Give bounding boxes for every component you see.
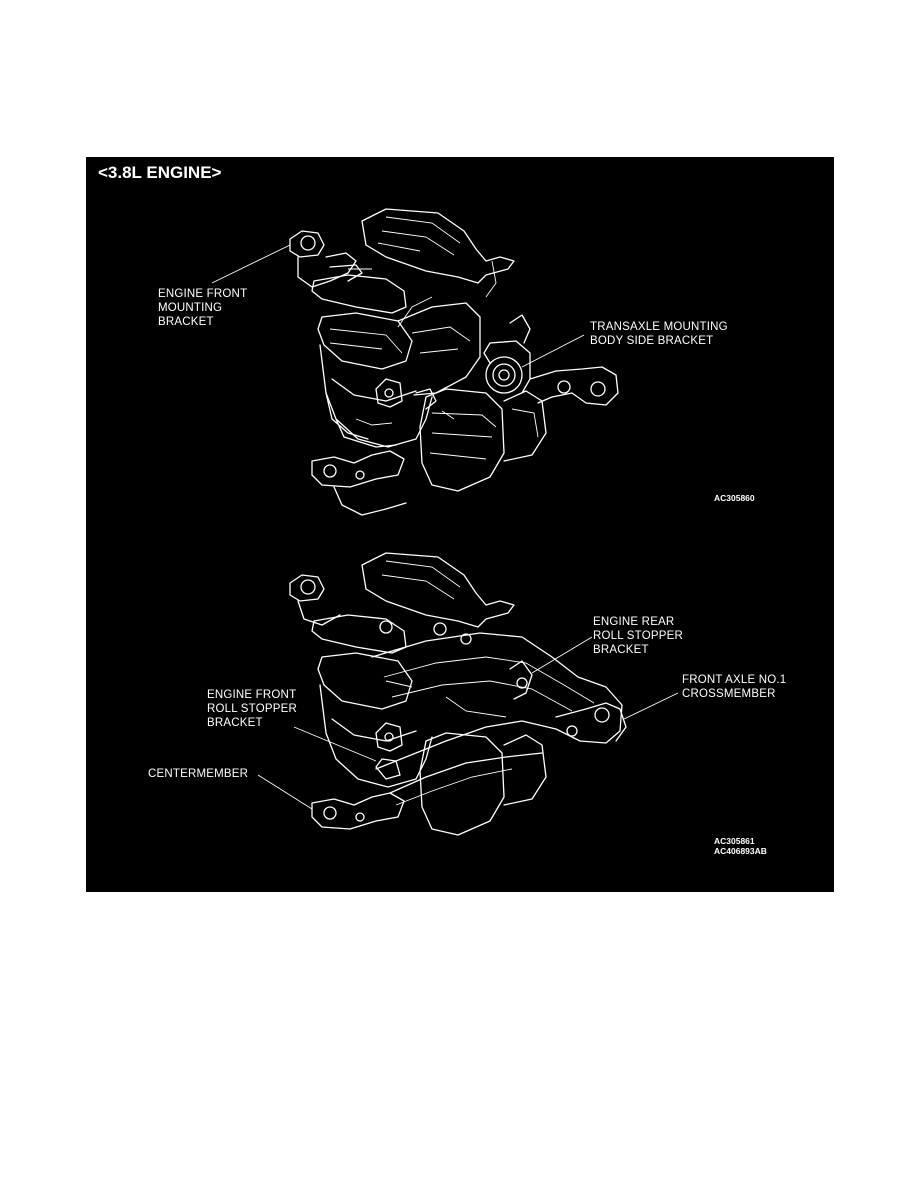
leader-rear-roll-stopper <box>531 636 593 674</box>
leader-centermember <box>257 774 313 810</box>
label-engine-front-roll-stopper-bracket: ENGINE FRONT ROLL STOPPER BRACKET <box>207 689 297 729</box>
leader-front-mounting <box>211 244 291 284</box>
label-centermember: CENTERMEMBER <box>148 768 249 780</box>
figure-code-top: AC305860 <box>714 493 755 503</box>
leader-transaxle-bracket <box>521 334 585 368</box>
label-engine-rear-roll-stopper-bracket: ENGINE REAR ROLL STOPPER BRACKET <box>593 616 683 656</box>
leader-front-roll-stopper <box>293 726 377 762</box>
top-engine-illustration <box>289 208 619 516</box>
diagram-title: <3.8L ENGINE> <box>98 163 222 182</box>
engine-mount-diagram: <3.8L ENGINE> <box>86 157 834 892</box>
label-transaxle-mounting-body-side-bracket: TRANSAXLE MOUNTING BODY SIDE BRACKET <box>590 321 728 347</box>
diagram-drawing <box>211 208 679 836</box>
figure-code-bottom: AC305861 AC406893AB <box>714 836 767 856</box>
leader-lines <box>211 244 679 810</box>
label-front-axle-crossmember: FRONT AXLE NO.1 CROSSMEMBER <box>682 674 787 700</box>
leader-crossmember <box>623 692 679 720</box>
bottom-engine-illustration <box>289 552 627 836</box>
label-engine-front-mounting-bracket: ENGINE FRONT MOUNTING BRACKET <box>158 288 248 328</box>
